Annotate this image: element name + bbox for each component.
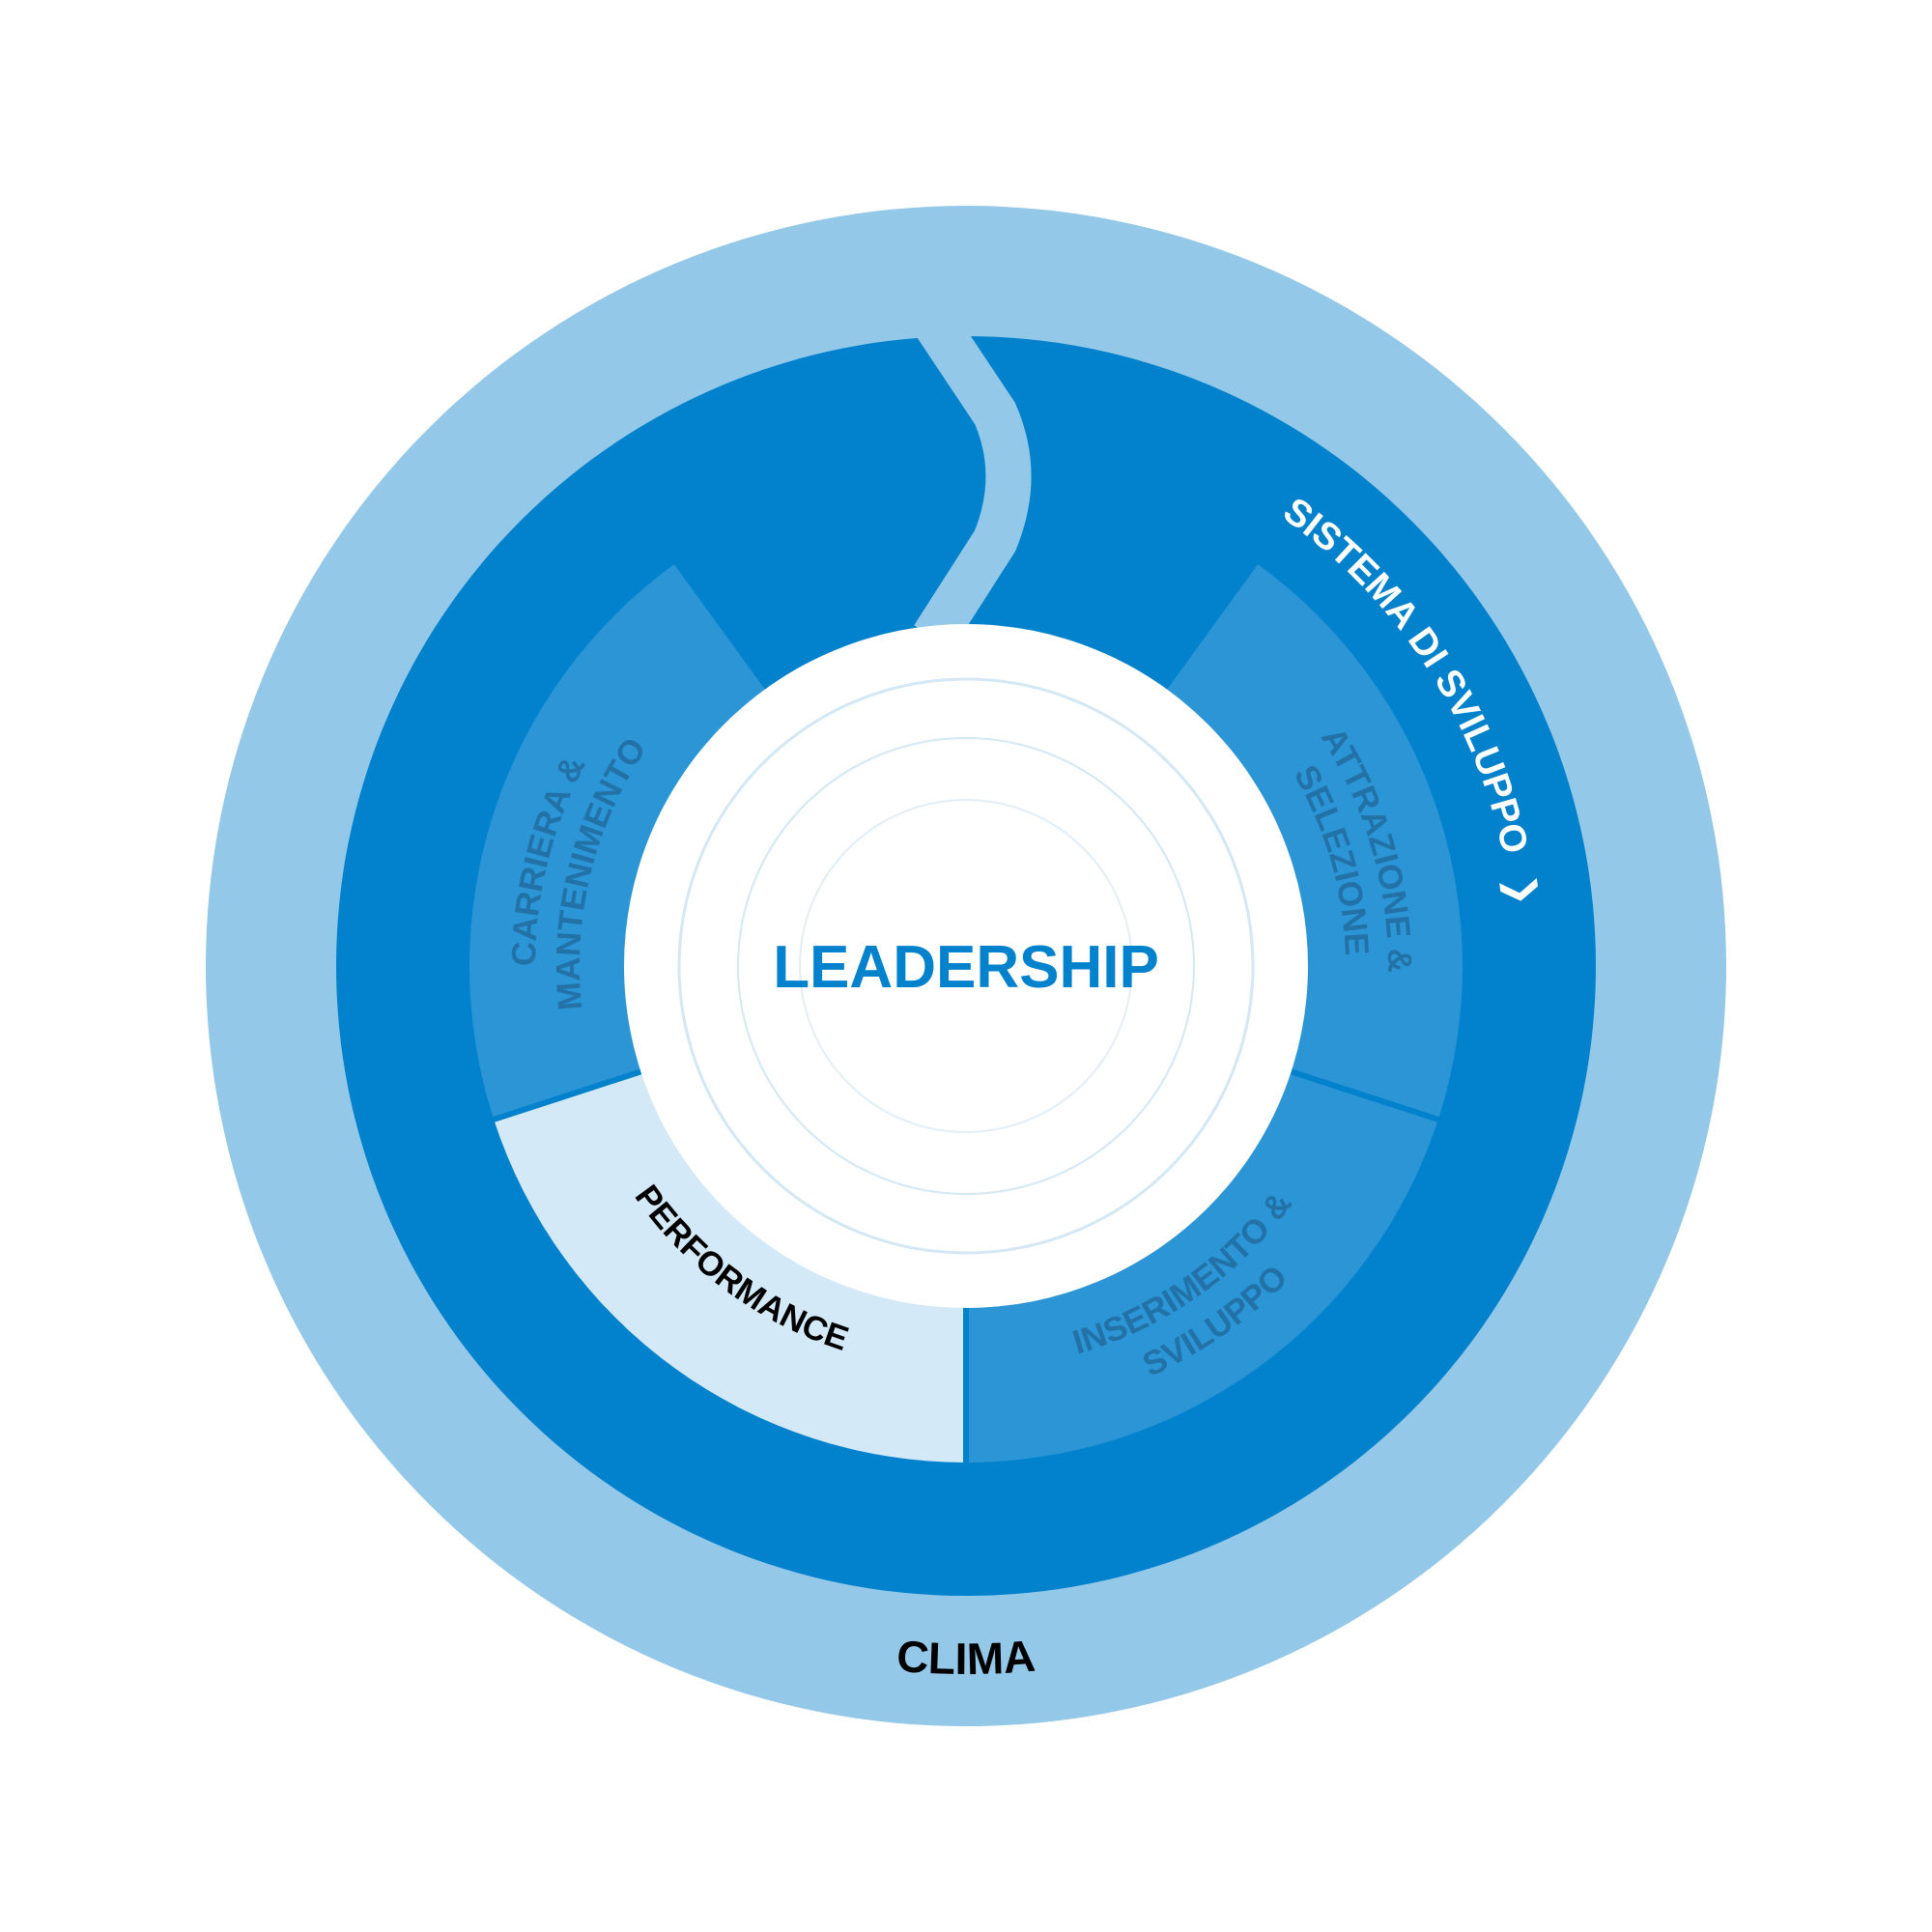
inner-ring-1 (677, 677, 1255, 1255)
inner-ring-3 (799, 799, 1133, 1133)
segment-divider (487, 1065, 655, 1124)
segment-divider (1277, 1065, 1445, 1124)
clima-label: CLIMA (895, 1631, 1037, 1685)
inner-ring-2 (737, 737, 1195, 1195)
segment-carriera-mantenimento[interactable] (469, 564, 780, 1120)
segment-dividers (487, 1065, 1445, 1468)
segment-attrazione-selezione[interactable] (1152, 564, 1463, 1120)
leadership-core[interactable] (624, 624, 1308, 1308)
flow-channel (914, 310, 1032, 650)
segment-inserimento-sviluppo[interactable] (966, 1064, 1438, 1463)
leadership-label: LEADERSHIP (773, 934, 1159, 1001)
segment-performance[interactable] (494, 1064, 966, 1463)
chevron-right-icon[interactable]: ❯ (1498, 872, 1545, 909)
